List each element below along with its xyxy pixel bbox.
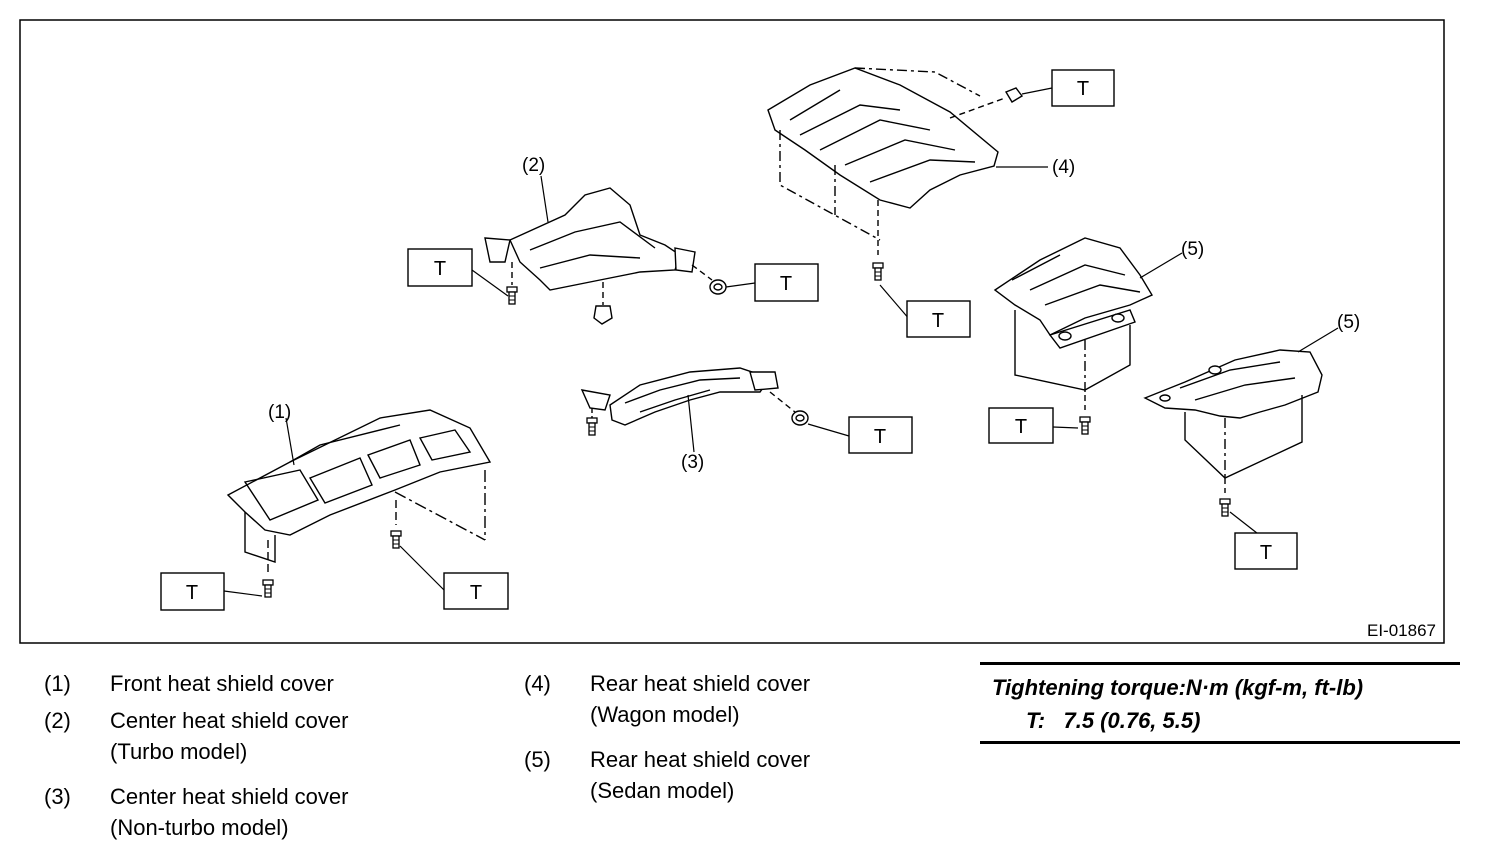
torque-box-9: T [443, 572, 509, 610]
torque-box-5: T [988, 407, 1054, 444]
callout-4: (4) [1052, 157, 1075, 178]
torque-box-3: T [1051, 69, 1115, 107]
legend-number: (4) [524, 671, 551, 696]
rear-heat-shield-cover-sedan-lower [1143, 349, 1323, 493]
legend-text: Rear heat shield cover(Wagon model) [590, 671, 811, 727]
svg-text:T: T [434, 258, 446, 280]
svg-text:T: T [186, 582, 198, 604]
svg-text:T: T [1077, 78, 1089, 100]
torque-value: T: 7.5 (0.76, 5.5) [1026, 708, 1201, 733]
legend-item: (1) Front heat shield cover [44, 668, 348, 699]
legend-text: Front heat shield cover [110, 671, 334, 696]
torque-box-1: T [407, 248, 473, 287]
front-heat-shield-cover [226, 409, 492, 575]
rear-heat-shield-cover-sedan-upper [993, 237, 1154, 410]
tightening-torque-panel: Tightening torque:N·m (kgf-m, ft-lb) T: … [980, 662, 1460, 744]
figure-code: EI-01867 [1367, 621, 1436, 640]
legend-number: (5) [524, 747, 551, 772]
figure-frame [19, 19, 1445, 644]
legend-number: (2) [44, 708, 71, 733]
torque-box-7: T [1234, 532, 1298, 570]
callout-2: (2) [522, 155, 545, 176]
svg-text:T: T [1015, 416, 1027, 438]
callout-5: (5) [1181, 239, 1204, 260]
callout-1: (1) [268, 402, 291, 423]
center-heat-shield-cover-turbo [484, 187, 727, 325]
torque-box-8: T [160, 572, 225, 611]
torque-box-4: T [906, 300, 971, 338]
legend-text: Rear heat shield cover(Sedan model) [590, 747, 811, 803]
legend-right: (4) Rear heat shield cover(Wagon model) … [524, 668, 810, 806]
legend-item: (4) Rear heat shield cover(Wagon model) [524, 668, 810, 730]
callout-leaders [223, 87, 1339, 597]
legend-item: (2) Center heat shield cover(Turbo model… [44, 705, 348, 767]
torque-heading: Tightening torque:N·m (kgf-m, ft-lb) [992, 675, 1364, 700]
legend-text: Center heat shield cover(Turbo model) [110, 708, 349, 764]
svg-text:T: T [1260, 542, 1272, 564]
rear-heat-shield-cover-wagon [767, 67, 1024, 255]
legend-item: (3) Center heat shield cover(Non-turbo m… [44, 781, 348, 843]
svg-text:T: T [874, 426, 886, 448]
callout-5-second: (5) [1337, 312, 1360, 333]
svg-text:T: T [932, 310, 944, 332]
center-heat-shield-cover-non-turbo [580, 367, 809, 426]
legend-number: (3) [44, 784, 71, 809]
legend-text: Center heat shield cover(Non-turbo model… [110, 784, 349, 840]
legend-number: (1) [44, 671, 71, 696]
torque-box-2: T [754, 263, 819, 302]
torque-box-6: T [848, 416, 913, 454]
legend-item: (5) Rear heat shield cover(Sedan model) [524, 744, 810, 806]
callout-3: (3) [681, 452, 704, 473]
svg-text:T: T [780, 273, 792, 295]
svg-text:T: T [470, 582, 482, 604]
legend-left: (1) Front heat shield cover (2) Center h… [44, 668, 348, 843]
